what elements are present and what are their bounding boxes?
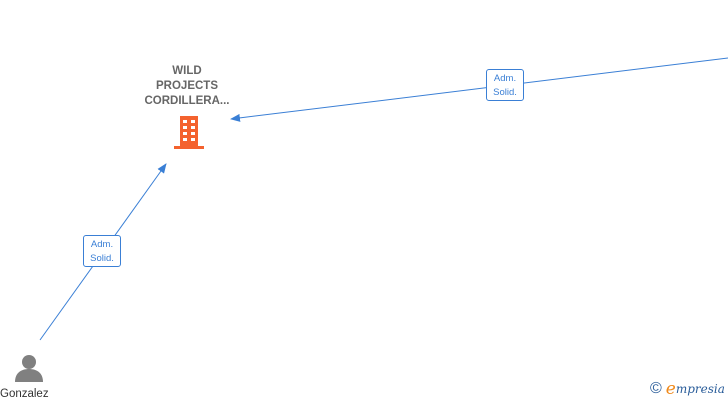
relation-label-line: Adm. xyxy=(90,239,114,250)
company-name-line: WILD xyxy=(172,65,202,77)
brand-initial: e xyxy=(665,379,676,399)
relation-label[interactable]: Adm. Solid. xyxy=(83,235,121,267)
copyright-icon: © xyxy=(650,380,662,397)
person-name[interactable]: Gonzalez xyxy=(0,388,49,400)
company-name-line: CORDILLERA... xyxy=(144,95,230,107)
brand-name: mpresia xyxy=(675,382,725,396)
edge-offscreen-to-company xyxy=(230,57,728,122)
relation-label-line: Adm. xyxy=(493,73,517,84)
relation-label[interactable]: Adm. Solid. xyxy=(486,69,524,101)
building-icon[interactable] xyxy=(172,114,206,150)
person-icon[interactable] xyxy=(13,352,45,384)
brand-logo: © e mpresia xyxy=(650,380,725,398)
relation-label-line: Solid. xyxy=(493,87,517,98)
company-name-line: PROJECTS xyxy=(156,80,218,92)
company-name[interactable]: WILD PROJECTS CORDILLERA... xyxy=(126,64,248,109)
relation-label-line: Solid. xyxy=(90,253,114,264)
